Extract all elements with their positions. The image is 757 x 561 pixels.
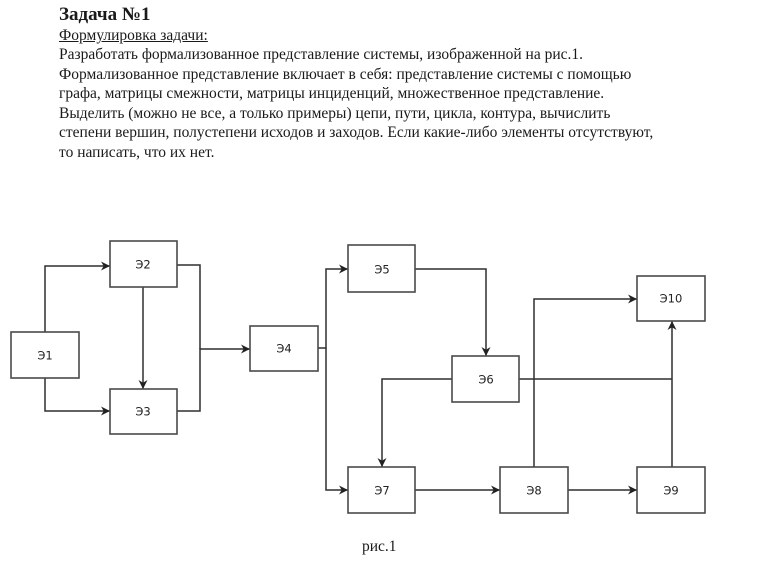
task-text: Задача №1 Формулировка задачи: Разработа…	[59, 4, 749, 163]
node-e10: Э10	[636, 275, 706, 322]
edge-e2-e4	[177, 264, 201, 349]
node-label: Э8	[526, 484, 541, 498]
task-description: Разработать формализованное представлени…	[59, 45, 749, 163]
node-label: Э4	[276, 342, 291, 356]
task-subtitle: Формулировка задачи:	[59, 27, 208, 44]
node-e9: Э9	[636, 466, 706, 514]
node-e8: Э8	[499, 466, 569, 514]
node-e2: Э2	[109, 240, 178, 288]
edge-e5-e6	[415, 268, 491, 356]
node-label: Э7	[374, 484, 389, 498]
node-e4: Э4	[249, 325, 319, 372]
edge-e4-e5	[318, 264, 348, 349]
node-label: Э5	[374, 263, 389, 277]
node-e7: Э7	[347, 466, 416, 514]
task-title: Задача №1	[59, 4, 151, 25]
edge-e4-e7	[325, 348, 348, 495]
task-line: графа, матрицы смежности, матрицы инциде…	[59, 85, 605, 103]
task-line: Выделить (можно не все, а только примеры…	[59, 104, 611, 122]
node-e6: Э6	[451, 355, 520, 403]
figure-caption: рис.1	[362, 538, 397, 555]
task-line: Формализованное представление включает в…	[59, 65, 632, 83]
task-line: Разработать формализованное представлени…	[59, 46, 584, 63]
node-label: Э6	[478, 373, 493, 387]
node-label: Э3	[135, 405, 150, 419]
edge-e6-e7	[377, 378, 452, 467]
edge-e1-e3	[44, 378, 110, 416]
edge-e8-e10	[533, 294, 637, 467]
node-label: Э9	[663, 484, 678, 498]
node-e1: Э1	[10, 331, 80, 379]
node-label: Э10	[660, 292, 683, 306]
node-e5: Э5	[347, 244, 416, 293]
task-line: то написать, что их нет.	[59, 143, 215, 161]
edge-e3-e4	[177, 344, 250, 412]
node-label: Э1	[37, 349, 52, 363]
edge-e1-e2	[44, 261, 110, 332]
node-label: Э2	[135, 258, 150, 272]
task-line: степени вершин, полустепени исходов и за…	[59, 124, 654, 142]
node-e3: Э3	[109, 388, 178, 435]
